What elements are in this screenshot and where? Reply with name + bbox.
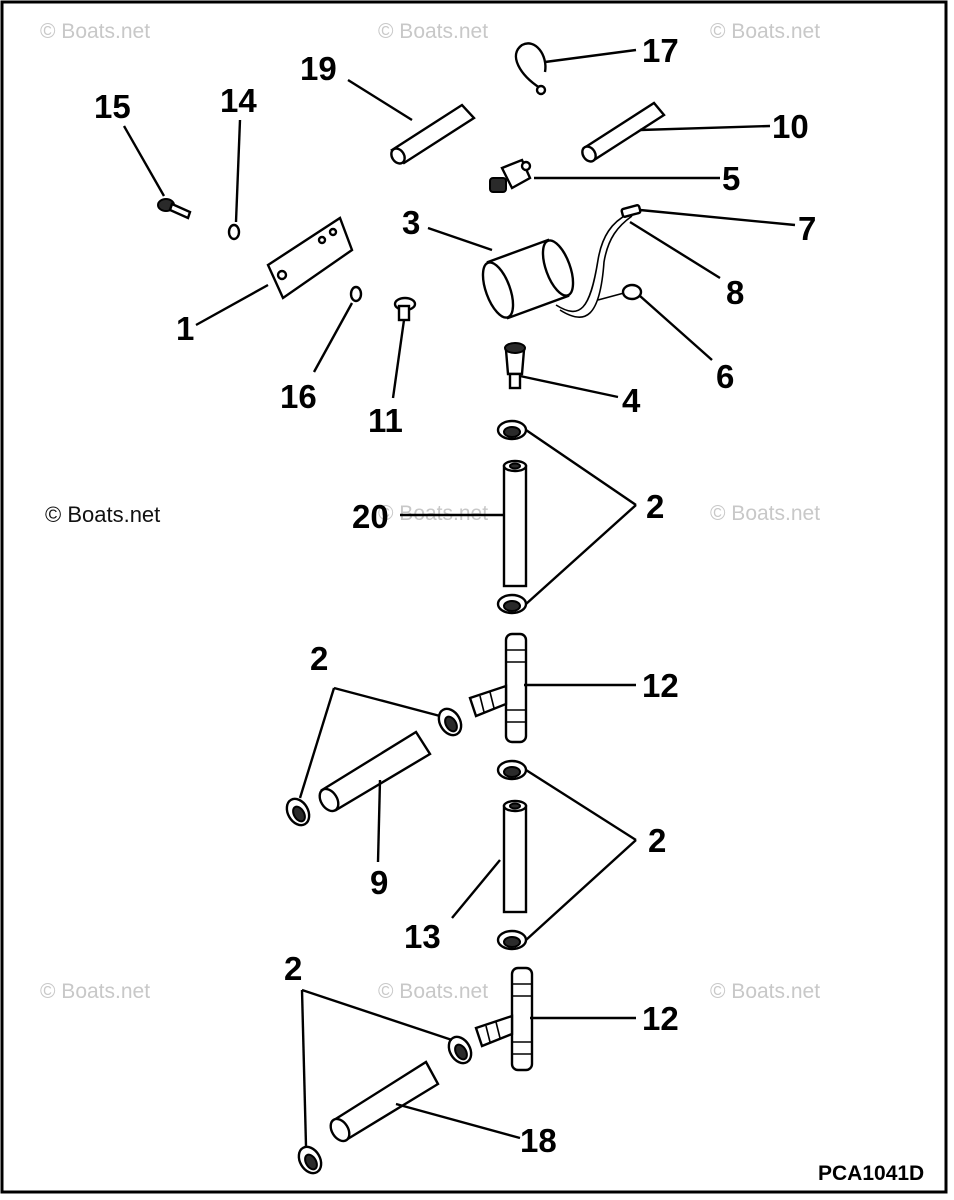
part-12-tee <box>468 632 528 744</box>
callout-5: 5 <box>722 160 740 197</box>
part-4-fitting <box>504 342 526 390</box>
callout-17: 17 <box>642 32 679 69</box>
callout-1: 1 <box>176 310 194 347</box>
part-9-hose <box>318 730 432 813</box>
callout-18: 18 <box>520 1122 557 1159</box>
callout-14: 14 <box>220 82 257 119</box>
callout-12: 12 <box>642 667 679 704</box>
part-2-clamp <box>437 707 463 737</box>
part-2-clamp <box>447 1035 473 1065</box>
callout-9: 9 <box>370 864 388 901</box>
callout-12: 12 <box>642 1000 679 1037</box>
part-20-hose <box>502 459 528 588</box>
part-5-switch <box>489 158 532 193</box>
callout-2: 2 <box>646 488 664 525</box>
callout-15: 15 <box>94 88 131 125</box>
watermark: © Boats.net <box>40 20 150 43</box>
watermark: © Boats.net <box>710 502 820 525</box>
watermark: © Boats.net <box>40 980 150 1003</box>
callout-8: 8 <box>726 274 744 311</box>
part-19-hose <box>390 103 476 165</box>
part-17-strap <box>514 42 547 96</box>
callout-10: 10 <box>772 108 809 145</box>
part-15-screw <box>157 198 192 220</box>
part-2-clamp <box>496 419 528 441</box>
callout-16: 16 <box>280 378 317 415</box>
part-14-nut <box>227 223 241 241</box>
part-2-clamp <box>496 593 528 615</box>
callout-7: 7 <box>798 210 816 247</box>
watermark: © Boats.net <box>378 980 488 1003</box>
callout-19: 19 <box>300 50 337 87</box>
leader-lines <box>122 48 796 1147</box>
callout-11: 11 <box>368 402 403 439</box>
part-12-tee <box>474 966 534 1072</box>
watermark: © Boats.net <box>45 502 160 527</box>
part-16-nut <box>349 285 363 303</box>
part-18-hose <box>329 1060 440 1143</box>
part-11-screw <box>393 296 417 322</box>
watermark: © Boats.net <box>378 20 488 43</box>
callout-4: 4 <box>622 382 641 419</box>
part-2-clamp <box>285 797 311 827</box>
part-2-clamp <box>496 929 528 951</box>
drawing-code: PCA1041D <box>818 1162 924 1185</box>
callout-2: 2 <box>284 950 302 987</box>
watermark: © Boats.net <box>378 502 488 525</box>
part-10-hose <box>581 101 666 163</box>
callout-6: 6 <box>716 358 734 395</box>
part-2-clamp <box>496 759 528 781</box>
part-2-clamp <box>297 1145 323 1175</box>
callout-20: 20 <box>352 498 389 535</box>
part-3-capacitor <box>481 204 643 320</box>
watermark: © Boats.net <box>710 20 820 43</box>
part-13-hose <box>502 799 528 914</box>
callout-13: 13 <box>404 918 441 955</box>
callout-3: 3 <box>402 204 420 241</box>
callout-2: 2 <box>310 640 328 677</box>
part-1-bracket <box>266 216 354 300</box>
watermark: © Boats.net <box>710 980 820 1003</box>
callout-2: 2 <box>648 822 666 859</box>
